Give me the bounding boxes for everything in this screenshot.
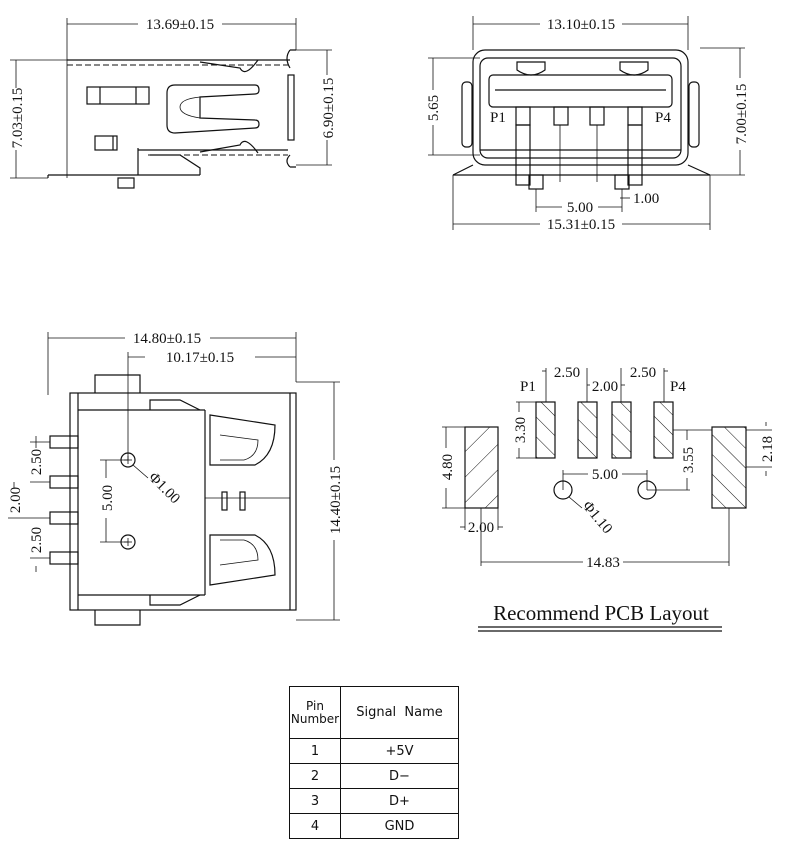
top-pitch-a-dim: 2.50 [29, 449, 45, 475]
header-pin-line1: Pin [306, 698, 324, 713]
pin-number: 3 [289, 788, 341, 814]
front-pin1-label: P1 [490, 110, 506, 126]
table-row: 1 +5V [289, 738, 459, 764]
table-row: 3 D+ [289, 788, 459, 814]
pin-signal-table: Pin Number Signal Name 1 +5V 2 D− 3 D+ 4… [289, 686, 459, 839]
header-pin-line2: Number [290, 711, 340, 726]
front-pin-width-dim: 1.00 [633, 191, 659, 207]
pcb-pad-left-mount [464, 426, 499, 509]
pcb-pin1-label: P1 [520, 379, 536, 395]
top-width-dim: 14.40±0.15 [328, 466, 344, 534]
table-header-row: Pin Number Signal Name [289, 686, 459, 739]
front-height-left-dim: 5.65 [426, 95, 442, 121]
top-view: 14.80±0.15 10.17±0.15 [8, 331, 344, 626]
pcb-pad-p3 [611, 401, 632, 459]
front-post-spacing-dim: 5.00 [567, 200, 593, 216]
table-row: 2 D− [289, 763, 459, 789]
front-width-top-dim: 13.10±0.15 [547, 17, 615, 33]
pcb-pin4-label: P4 [670, 379, 686, 395]
pcb-pad-length-dim: 3.30 [513, 417, 529, 443]
front-height-right-dim: 7.00±0.15 [734, 84, 750, 145]
top-length-dim: 14.80±0.15 [133, 331, 201, 347]
header-signal-name: Signal Name [340, 686, 459, 739]
table-row: 4 GND [289, 813, 459, 839]
pcb-pad-p4 [653, 401, 674, 459]
top-pitch-b-dim: 2.00 [8, 487, 24, 513]
pcb-pad-right-mount [711, 426, 747, 509]
top-post-diameter-dim: Φ1.00 [145, 470, 183, 508]
signal-name: D− [340, 763, 459, 789]
pin-number: 1 [289, 738, 341, 764]
header-pin-number: Pin Number [289, 686, 341, 739]
side-view: 13.69±0.15 7.03±0.15 6.90±0.15 [10, 17, 337, 189]
front-width-bottom-dim: 15.31±0.15 [547, 217, 615, 233]
pcb-layout: 2.50 2.00 2.50 P1 P4 3.30 4.80 2.00 5.00… [440, 365, 776, 632]
signal-name: D+ [340, 788, 459, 814]
pcb-hole-spacing-dim: 5.00 [592, 467, 618, 483]
pin-number: 4 [289, 813, 341, 839]
top-post-spacing-dim: 5.00 [100, 485, 116, 511]
pcb-offset-355-dim: 3.55 [681, 447, 697, 473]
pcb-pitch-a-dim: 2.50 [554, 365, 580, 381]
front-pin4-label: P4 [655, 110, 671, 126]
side-height-right-dim: 6.90±0.15 [321, 78, 337, 139]
top-pitch-c-dim: 2.50 [29, 527, 45, 553]
front-view: 13.10±0.15 P1 P4 5.65 7.00±0. [426, 16, 750, 233]
pin-number: 2 [289, 763, 341, 789]
top-post-offset-dim: 10.17±0.15 [166, 350, 234, 366]
pcb-offset-218-dim: 2.18 [760, 436, 776, 462]
pcb-pitch-b-dim: 2.00 [592, 379, 618, 395]
pcb-pad-p2 [577, 401, 598, 459]
pcb-big-pad-spacing-dim: 14.83 [586, 555, 620, 571]
pcb-pad-p1 [535, 401, 556, 459]
pcb-big-pad-length-dim: 4.80 [440, 454, 456, 480]
pcb-pitch-c-dim: 2.50 [630, 365, 656, 381]
signal-name: +5V [340, 738, 459, 764]
side-width-dim: 13.69±0.15 [146, 17, 214, 33]
signal-name: GND [340, 813, 459, 839]
side-height-left-dim: 7.03±0.15 [10, 88, 26, 149]
pcb-hole-diameter-dim: Φ1.10 [579, 498, 615, 537]
pcb-layout-title: Recommend PCB Layout [493, 601, 709, 625]
